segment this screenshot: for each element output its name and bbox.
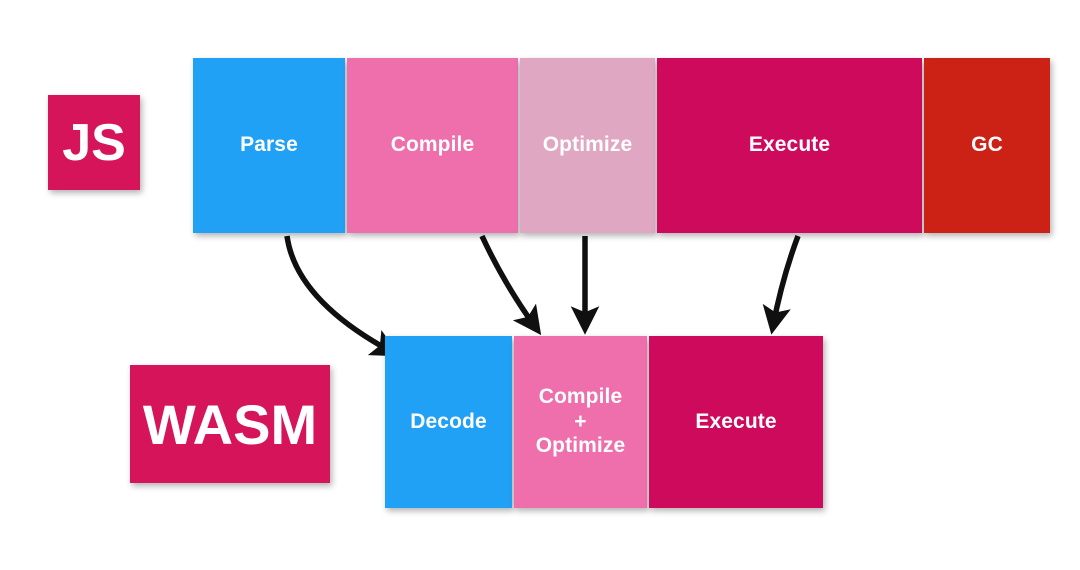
row-label-js-text: JS xyxy=(62,113,126,172)
arrow-compile-to-compopt xyxy=(479,234,542,336)
js-stage-parse[interactable]: Parse xyxy=(193,58,345,233)
wasm-stage-execute[interactable]: Execute xyxy=(649,336,823,508)
wasm-stage-execute-label: Execute xyxy=(695,409,777,433)
wasm-stage-decode[interactable]: Decode xyxy=(385,336,512,508)
js-stage-optimize[interactable]: Optimize xyxy=(520,58,655,233)
row-label-wasm: WASM xyxy=(130,365,330,483)
arrow-execute-to-execute xyxy=(762,235,801,335)
js-stage-compile[interactable]: Compile xyxy=(347,58,518,233)
js-stage-gc-label: GC xyxy=(971,133,1003,157)
wasm-stage-compile-optimize-label: Compile + Optimize xyxy=(535,384,626,458)
js-stage-execute[interactable]: Execute xyxy=(657,58,922,233)
arrow-paths xyxy=(284,234,801,357)
row-label-js: JS xyxy=(48,95,140,190)
js-stage-parse-label: Parse xyxy=(240,133,298,157)
js-stage-optimize-label: Optimize xyxy=(542,133,633,157)
js-stage-compile-label: Compile xyxy=(390,133,475,157)
js-stage-execute-label: Execute xyxy=(748,133,831,157)
row-label-wasm-text: WASM xyxy=(142,392,318,456)
arrow-parse-to-decode xyxy=(284,235,400,357)
wasm-stage-decode-label: Decode xyxy=(410,409,487,433)
js-stage-gc[interactable]: GC xyxy=(924,58,1050,233)
wasm-stage-compile-optimize[interactable]: Compile + Optimize xyxy=(514,336,647,508)
